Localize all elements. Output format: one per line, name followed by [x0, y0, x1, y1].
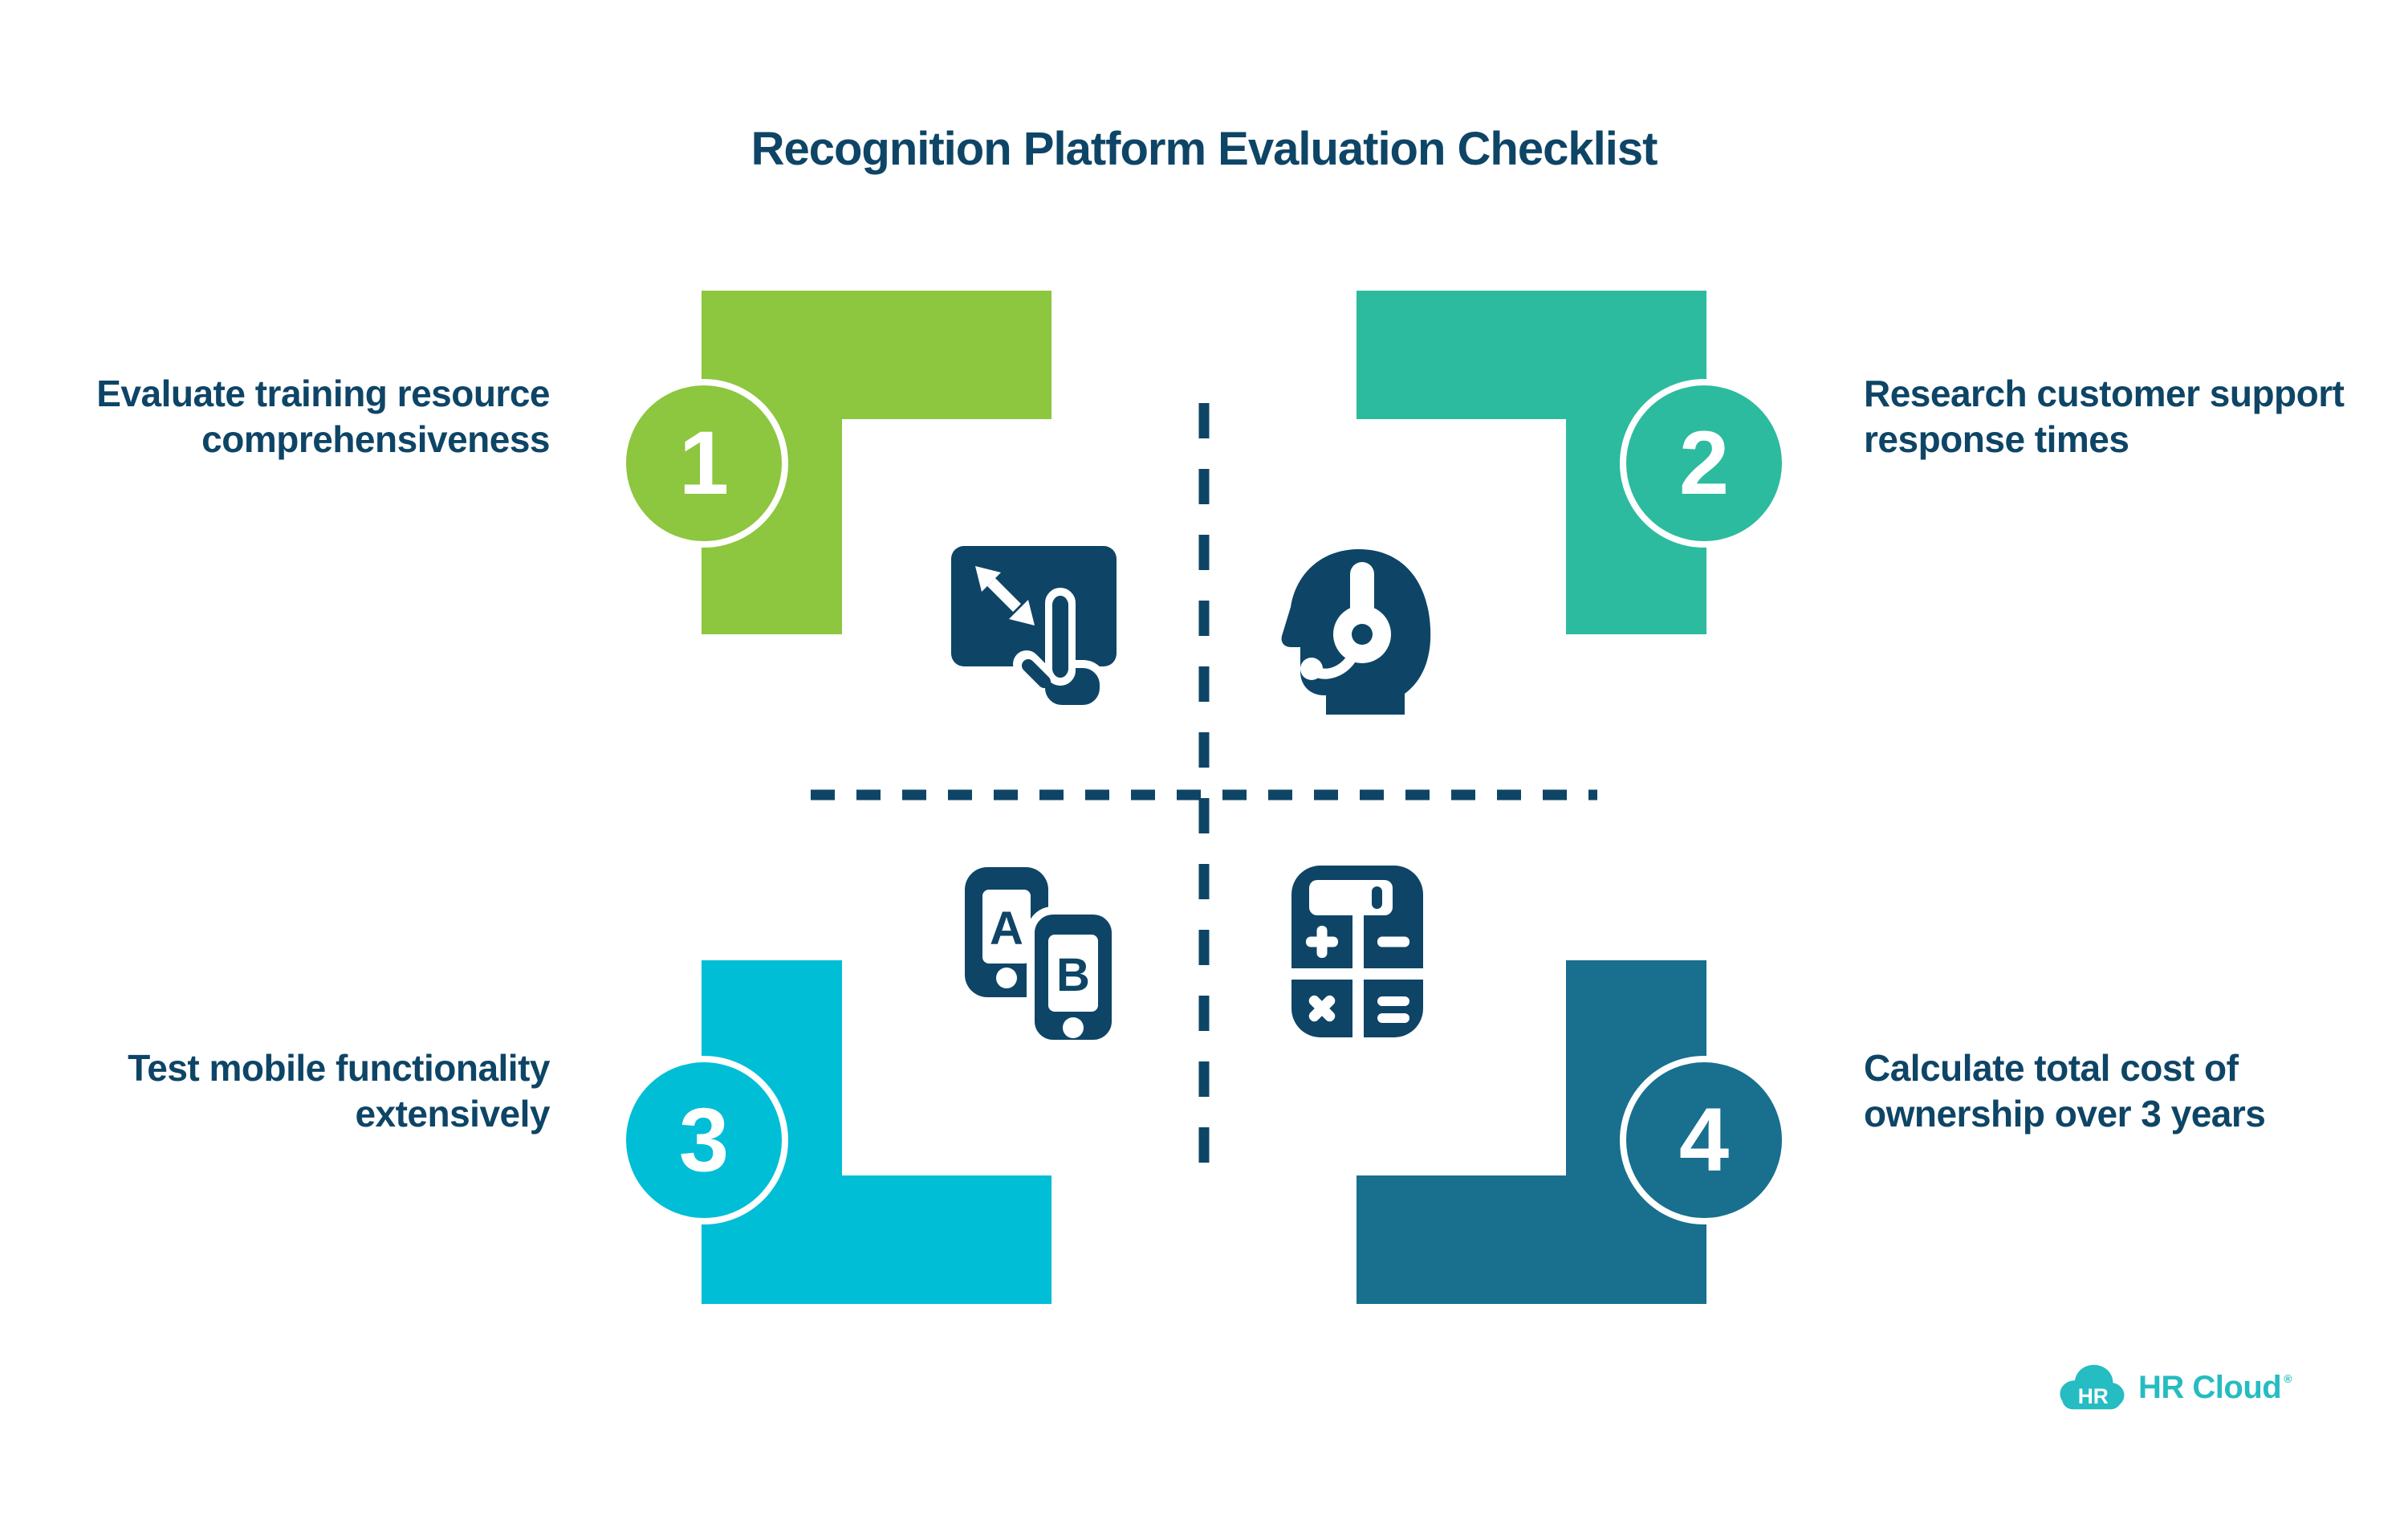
phone-b-letter: B: [1056, 949, 1090, 1001]
step-3-number: 3: [678, 1090, 730, 1190]
step-2-number-badge: 2: [1620, 379, 1788, 548]
step-4-number-badge: 4: [1620, 1056, 1788, 1224]
step-4-label: Calculate total cost of ownership over 3…: [1864, 1047, 2266, 1135]
hr-cloud-brand-text: HR Cloud ®: [2138, 1370, 2292, 1405]
step-3-label: Test mobile functionality extensively: [128, 1047, 550, 1135]
hr-cloud-logo: HR HR Cloud ®: [2056, 1355, 2292, 1420]
step-1-label: Evaluate training resource comprehensive…: [96, 373, 550, 461]
step-2-label: Research customer support response times: [1864, 373, 2345, 461]
step-3-number-badge: 3: [620, 1056, 788, 1224]
touch-scale-icon: [951, 546, 1117, 713]
hr-cloud-badge-text: HR: [2078, 1384, 2109, 1408]
ab-test-phones-icon: A B: [965, 867, 1120, 1048]
step-2-number: 2: [1678, 413, 1730, 513]
hr-cloud-logo-cloud-icon: HR: [2060, 1364, 2125, 1410]
phone-a-letter: A: [990, 902, 1023, 955]
quadrant-divider-dashed-lines: [811, 403, 1597, 1192]
step-4-number: 4: [1678, 1090, 1730, 1190]
page-title: Recognition Platform Evaluation Checklis…: [750, 123, 1658, 175]
registered-trademark-mark: ®: [2284, 1372, 2292, 1385]
step-1-number-badge: 1: [620, 379, 788, 548]
step-1-number: 1: [678, 413, 730, 513]
calculator-icon: [1291, 866, 1423, 1037]
customer-support-headset-icon: [1281, 549, 1431, 715]
